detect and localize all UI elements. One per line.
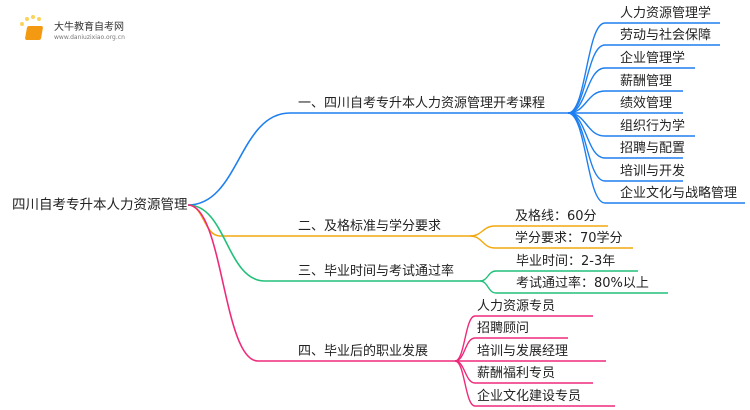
leaf-node[interactable]: 薪酬管理 bbox=[620, 74, 673, 89]
leaf-node[interactable]: 及格线：60分 bbox=[515, 209, 597, 224]
leaf-node[interactable]: 组织行为学 bbox=[620, 119, 686, 134]
leaf-node[interactable]: 培训与开发 bbox=[620, 164, 686, 179]
leaf-node[interactable]: 人力资源专员 bbox=[477, 299, 556, 314]
branch-node[interactable]: 二、及格标准与学分要求 bbox=[298, 219, 442, 234]
leaf-node[interactable]: 学分要求：70学分 bbox=[515, 231, 623, 246]
leaf-node[interactable]: 培训与发展经理 bbox=[477, 344, 569, 359]
branch-node[interactable]: 三、毕业时间与考试通过率 bbox=[298, 264, 455, 279]
leaf-node[interactable]: 劳动与社会保障 bbox=[620, 28, 712, 43]
logo: 大牛教育自考网 www.daniuzixiao.org.cn bbox=[18, 14, 158, 48]
leaf-connector bbox=[454, 360, 615, 407]
branch-connector bbox=[187, 204, 480, 282]
branch-connector bbox=[187, 204, 455, 362]
branch-node[interactable]: 四、毕业后的职业发展 bbox=[298, 344, 429, 359]
leaf-node[interactable]: 考试通过率：80%以上 bbox=[516, 276, 649, 291]
root-node[interactable]: 四川自考专升本人力资源管理 bbox=[12, 197, 188, 213]
branch-node[interactable]: 一、四川自考专升本人力资源管理开考课程 bbox=[298, 96, 546, 111]
leaf-connector bbox=[479, 280, 668, 294]
leaf-node[interactable]: 绩效管理 bbox=[620, 96, 673, 111]
leaf-connector bbox=[567, 44, 720, 114]
leaf-connector bbox=[567, 22, 720, 114]
leaf-connector bbox=[479, 270, 638, 282]
leaf-node[interactable]: 企业文化建设专员 bbox=[477, 389, 582, 404]
logo-url: www.daniuzixiao.org.cn bbox=[54, 34, 125, 41]
leaf-node[interactable]: 企业文化与战略管理 bbox=[620, 186, 738, 201]
logo-name: 大牛教育自考网 bbox=[54, 22, 124, 33]
leaf-node[interactable]: 毕业时间：2-3年 bbox=[516, 254, 616, 269]
leaf-connector bbox=[469, 235, 633, 249]
leaf-node[interactable]: 薪酬福利专员 bbox=[477, 366, 556, 381]
leaf-connector bbox=[567, 67, 695, 114]
leaf-node[interactable]: 人力资源管理学 bbox=[620, 6, 712, 21]
leaf-node[interactable]: 招聘与配置 bbox=[620, 141, 686, 156]
leaf-connector bbox=[454, 337, 568, 362]
leaf-node[interactable]: 企业管理学 bbox=[620, 51, 686, 66]
leaf-node[interactable]: 招聘顾问 bbox=[477, 321, 530, 336]
leaf-connector bbox=[567, 112, 745, 204]
leaf-connector bbox=[567, 90, 683, 114]
branch-connector bbox=[187, 112, 568, 206]
